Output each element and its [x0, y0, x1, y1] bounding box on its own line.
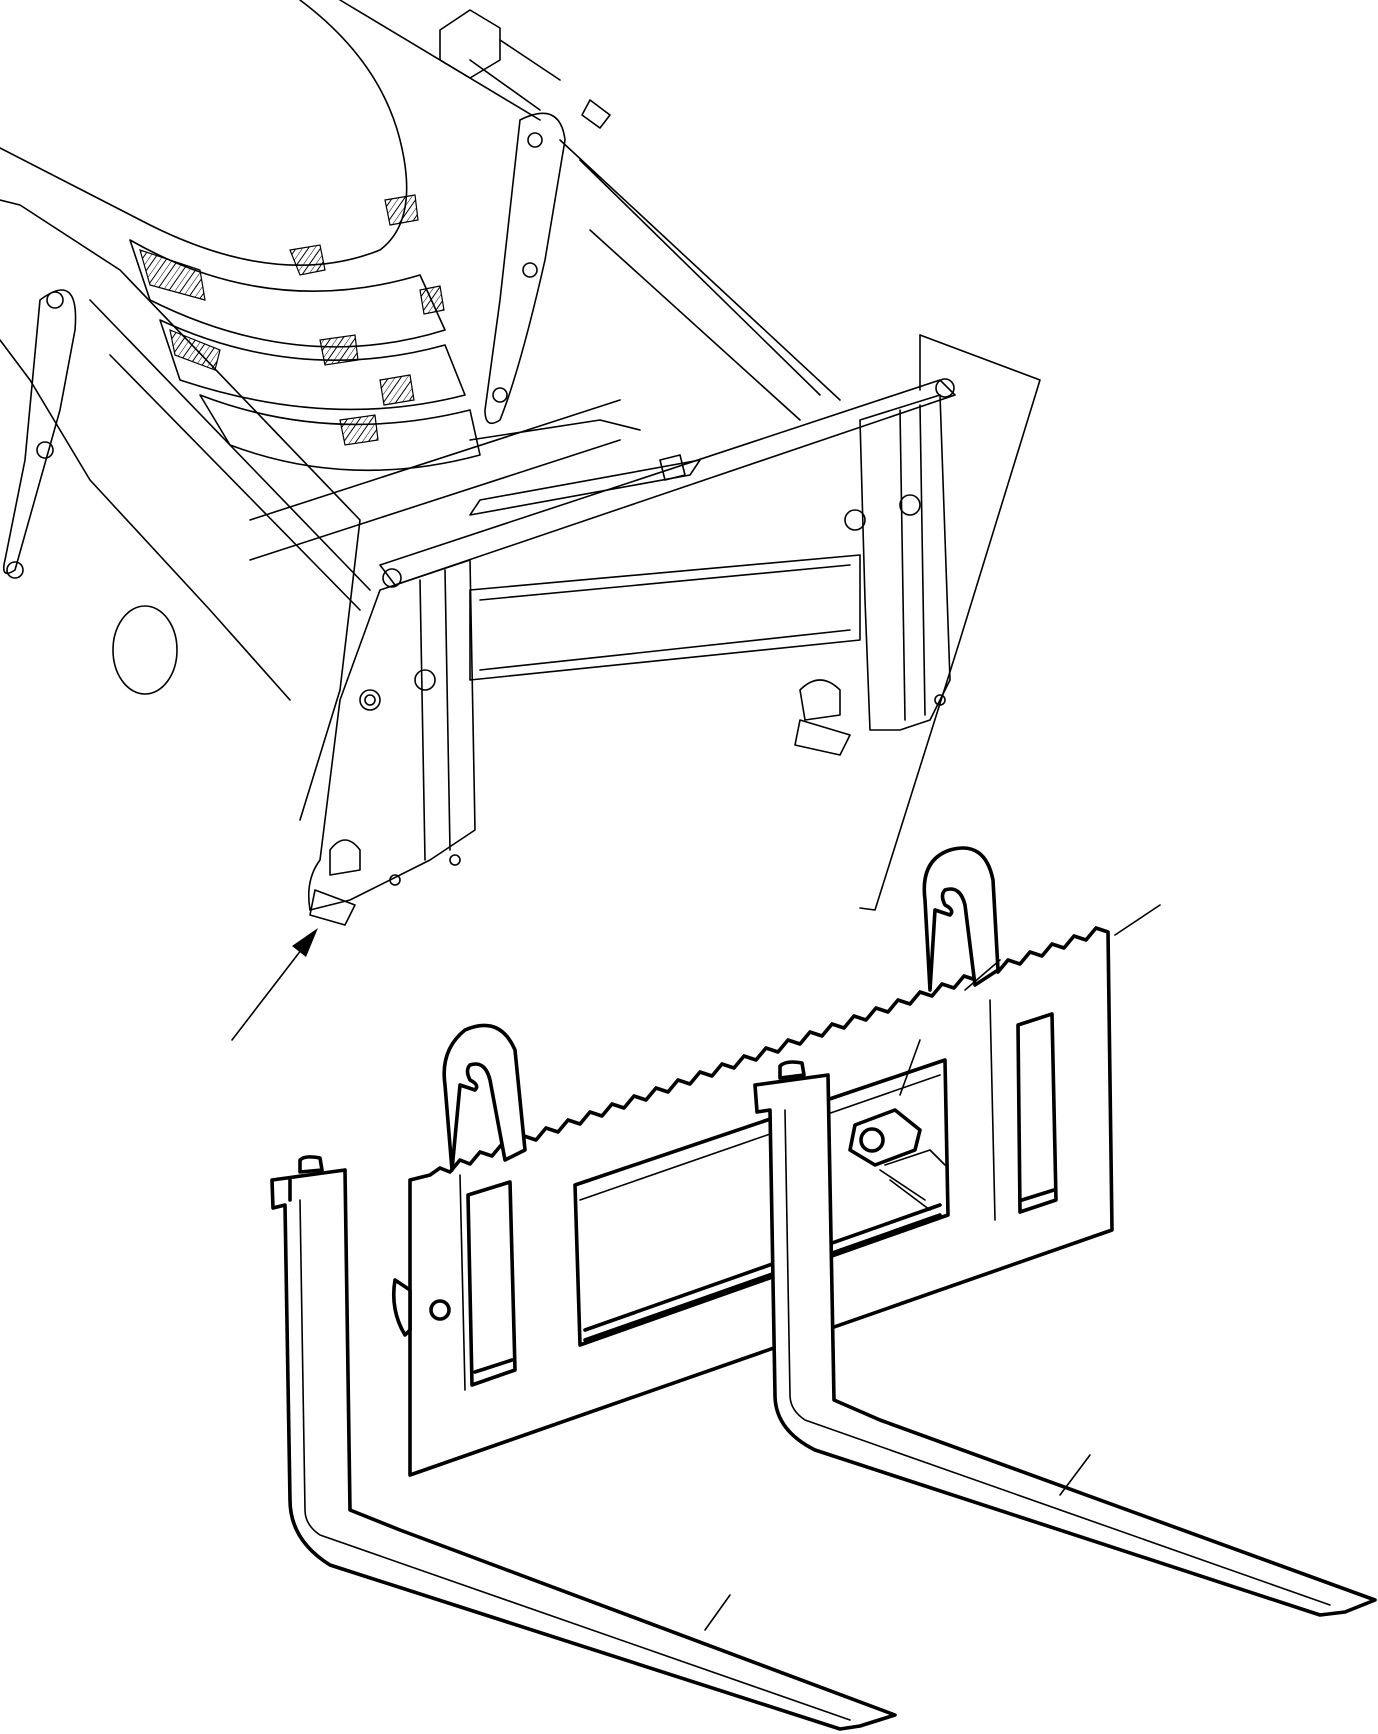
locking-clamp — [848, 1039, 946, 1211]
left-boom-arm — [0, 199, 371, 821]
right-boom-arm — [469, 112, 841, 441]
left-coupler-plate — [307, 559, 476, 926]
direction-arrow — [231, 928, 318, 1041]
fork-carriage — [391, 846, 1161, 1477]
left-hook — [442, 1023, 527, 1172]
boom-hump — [0, 0, 481, 472]
loader-arm-assembly — [0, 0, 1041, 926]
carriage-back-plate — [391, 926, 1114, 1477]
right-hook — [922, 846, 1161, 992]
right-fork-tine — [753, 1060, 1377, 1617]
lift-cylinder-pin — [339, 0, 611, 129]
right-coupler-plate — [794, 394, 951, 756]
left-fork-tine — [270, 1155, 897, 1731]
cross-tubes — [249, 378, 956, 681]
detail-outline — [859, 334, 1041, 911]
